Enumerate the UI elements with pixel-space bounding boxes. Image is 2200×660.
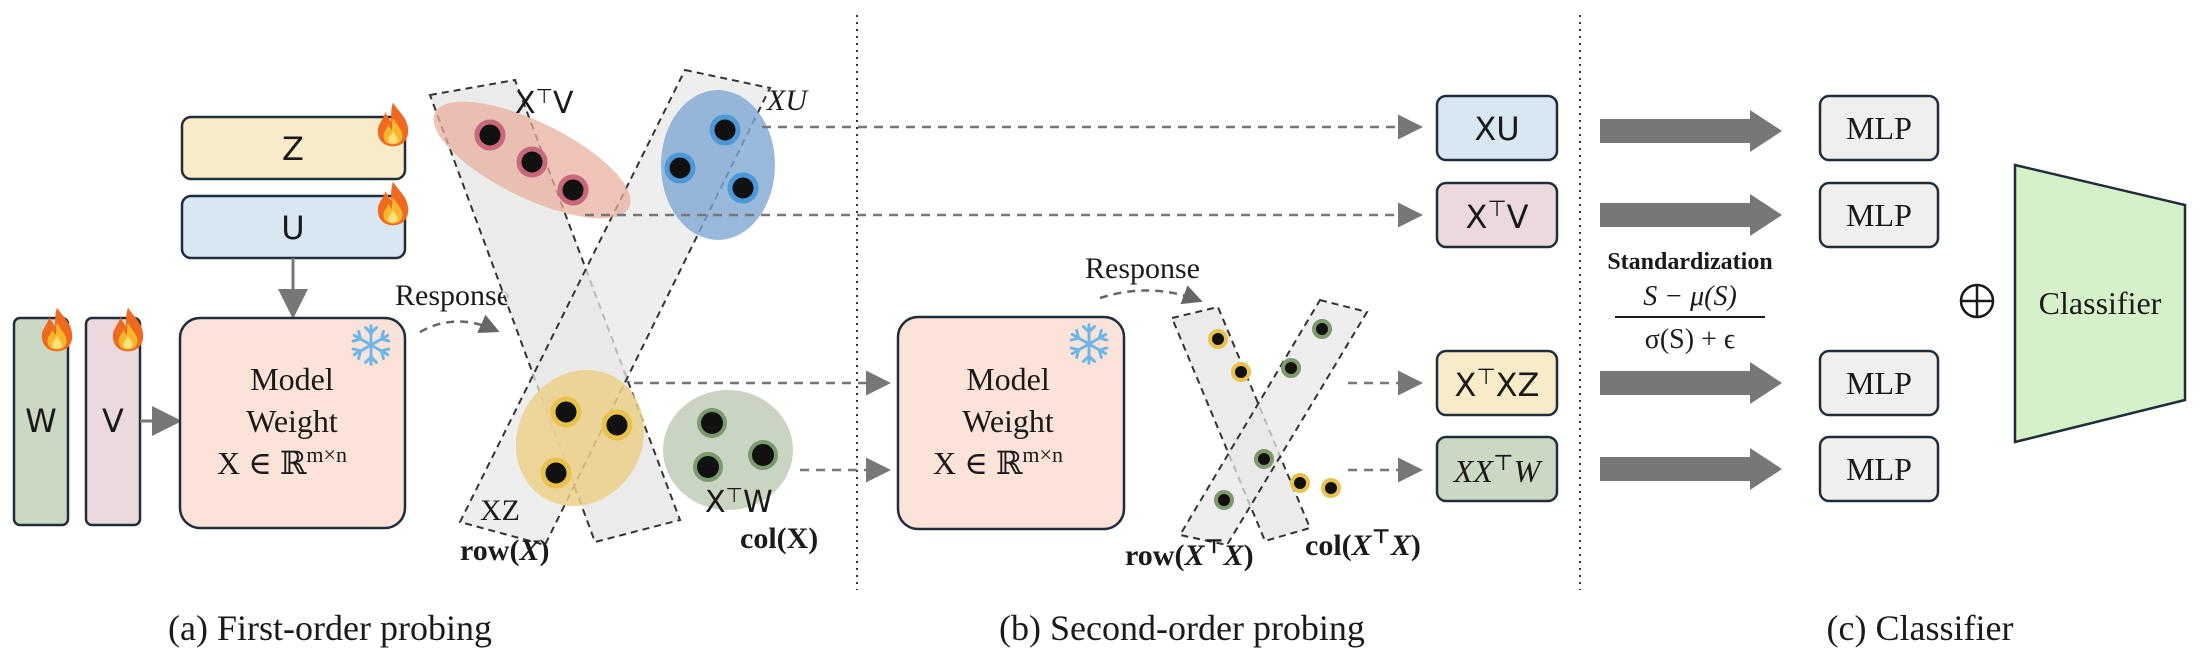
- xz-cluster: [515, 369, 645, 507]
- standardization-label: Standardization: [1607, 249, 1772, 275]
- model-weight-box-left: Model Weight X ∈ ℝm×n: [178, 316, 407, 530]
- svg-text:U: U: [281, 209, 304, 247]
- col-xtx-label: col(X⊤X): [1305, 526, 1421, 562]
- svg-text:MLP: MLP: [1846, 451, 1912, 487]
- u-box: U: [180, 194, 407, 260]
- mlp-box-3: MLP: [1818, 349, 1940, 417]
- fire-icon: [112, 307, 144, 352]
- fire-icon: [41, 307, 73, 352]
- xtv-cluster: [433, 101, 631, 219]
- response-middle: Response: [1085, 252, 1203, 305]
- svg-text:Model: Model: [966, 361, 1050, 397]
- xu-label: XU: [766, 84, 809, 117]
- svg-text:Response: Response: [1085, 252, 1200, 285]
- z-box: Z: [180, 115, 407, 181]
- output-xtv-box: X⊤V: [1435, 181, 1559, 249]
- xz-label: XZ: [480, 494, 520, 527]
- fire-icon: [377, 102, 409, 147]
- svg-text:Weight: Weight: [246, 403, 338, 439]
- svg-text:Weight: Weight: [962, 403, 1054, 439]
- oplus-icon: [1959, 283, 1995, 319]
- col-xtx-strip: [1178, 298, 1369, 547]
- xtv-label: X⊤V: [515, 84, 574, 121]
- svg-text:X⊤V: X⊤V: [1466, 197, 1529, 236]
- row-xtx-label: row(X⊤X): [1125, 536, 1254, 572]
- standardization-denominator: σ(S) + ϵ: [1645, 324, 1735, 355]
- svg-text:MLP: MLP: [1846, 365, 1912, 401]
- svg-text:MLP: MLP: [1846, 110, 1912, 146]
- caption-classifier: (c) Classifier: [1827, 608, 2014, 648]
- output-xxtw-box: XX⊤W: [1435, 435, 1559, 503]
- svg-text:X ∈ ℝm×n: X ∈ ℝm×n: [217, 442, 347, 481]
- svg-text:MLP: MLP: [1846, 197, 1912, 233]
- svg-text:Classifier: Classifier: [2039, 285, 2162, 321]
- svg-text:Model: Model: [250, 361, 334, 397]
- model-weight-box-middle: Model Weight X ∈ ℝm×n: [896, 315, 1126, 531]
- caption-second-order: (b) Second-order probing: [999, 608, 1365, 648]
- v-box: V: [84, 316, 142, 527]
- standardization-numerator: S − μ(S): [1643, 281, 1737, 312]
- svg-text:Response: Response: [395, 279, 510, 312]
- svg-text:V: V: [102, 402, 124, 440]
- classifier-trapezoid: Classifier: [2013, 163, 2187, 444]
- output-xtxz-box: X⊤XZ: [1435, 349, 1559, 417]
- thick-arrows: [1600, 110, 1782, 490]
- svg-text:X ∈ ℝm×n: X ∈ ℝm×n: [933, 442, 1063, 481]
- svg-text:X⊤XZ: X⊤XZ: [1455, 365, 1540, 404]
- xu-cluster: [661, 90, 775, 240]
- col-x-label: col(X): [740, 522, 818, 555]
- response-left: Response: [395, 279, 510, 334]
- second-order-points: [1208, 319, 1341, 510]
- xtw-cluster: [663, 390, 793, 510]
- row-x-label: row(X): [460, 534, 549, 567]
- output-xu-box: XU: [1435, 94, 1559, 162]
- mlp-box-2: MLP: [1818, 181, 1940, 249]
- mlp-box-1: MLP: [1818, 94, 1940, 162]
- fire-icon: [377, 181, 409, 226]
- xtw-label: X⊤W: [705, 483, 773, 520]
- svg-text:XU: XU: [1474, 110, 1519, 148]
- svg-text:W: W: [25, 402, 57, 440]
- svg-text:XX⊤W: XX⊤W: [1452, 450, 1544, 489]
- svg-text:Z: Z: [282, 130, 304, 168]
- mlp-box-4: MLP: [1818, 435, 1940, 503]
- caption-first-order: (a) First-order probing: [168, 608, 492, 648]
- w-box: W: [12, 316, 70, 527]
